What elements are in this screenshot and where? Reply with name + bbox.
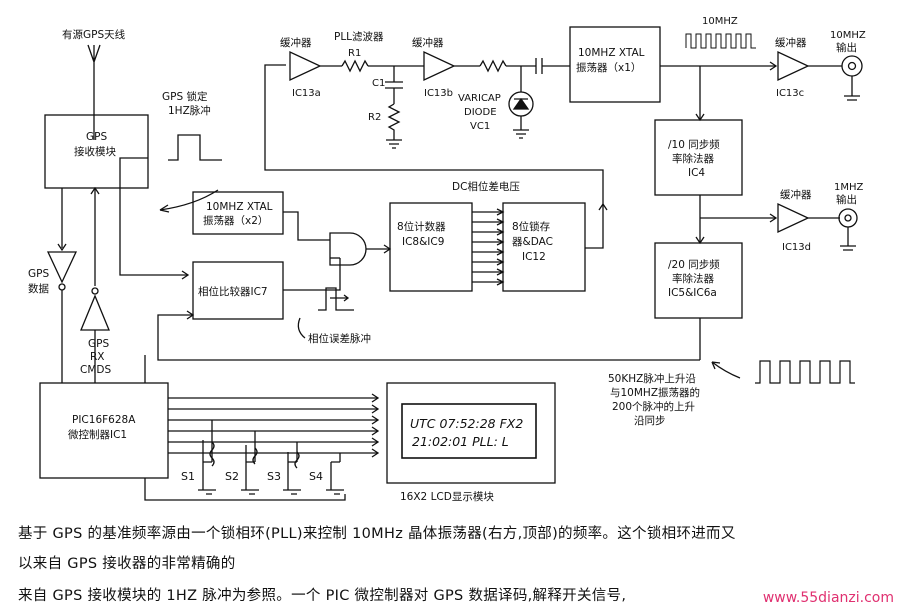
varicap-label-1: VARICAP [458, 93, 501, 104]
counter-box [389, 202, 473, 292]
latch-label-1: 8位锁存 [512, 220, 551, 233]
out1-label-2: 输出 [836, 193, 857, 206]
square-wave-50khz [755, 360, 855, 384]
c1-label: C1 [372, 78, 385, 89]
sync-note-3: 200个脉冲的上升 [612, 400, 695, 413]
gps-rx-label-2: RX [90, 351, 105, 363]
gps-rx-label-3: CMDS [80, 364, 111, 376]
output-10mhz-connector [841, 55, 863, 77]
r1-label: R1 [348, 48, 361, 59]
buffer2-label: 缓冲器 [412, 36, 444, 49]
buffer-ic13c [777, 50, 810, 82]
buffer-ic13b [423, 50, 456, 82]
ic13c-label: IC13c [776, 88, 804, 99]
gps-data-buffer [46, 251, 78, 284]
pll-filter-label: PLL滤波器 [334, 30, 384, 43]
phase-error-pointer [297, 317, 306, 339]
sync-note-2: 与10MHZ振荡器的 [610, 386, 700, 399]
and-gate [329, 232, 367, 266]
div10-label-1: /10 同步频 [668, 138, 720, 151]
xtal1-label-1: 10MHZ XTAL [578, 47, 645, 59]
pic-label-2: 微控制器IC1 [68, 428, 127, 441]
mhz10-top-label: 10MHZ [702, 16, 738, 27]
out1-label-1: 1MHZ [834, 182, 864, 193]
watermark: www.55dianzi.com [762, 590, 894, 606]
buffer-ic13a [289, 50, 322, 82]
latch-label-3: IC12 [522, 251, 546, 263]
s2-label: S2 [225, 470, 239, 483]
output-1mhz-connector [838, 208, 858, 228]
gps-rx-label-1: GPS [88, 338, 109, 350]
lcd-line-1: UTC 07:52:28 FX2 [410, 416, 523, 431]
buffer-ic13d [777, 202, 810, 234]
gps-antenna [87, 44, 101, 140]
square-wave-10mhz [685, 33, 756, 49]
pic-label-1: PIC16F628A [72, 414, 136, 426]
xtal2-label-1: 10MHZ XTAL [206, 201, 273, 213]
div20-label-3: IC5&IC6a [668, 287, 717, 299]
buffer1-label: 缓冲器 [280, 36, 312, 49]
phase-comparator-label: 相位比较器IC7 [198, 285, 268, 298]
counter-label-1: 8位计数器 [397, 220, 446, 233]
out10-label-1: 10MHZ [830, 30, 866, 41]
div10-label-3: IC4 [688, 167, 705, 179]
pulse-1hz-wave [168, 134, 222, 161]
ic13a-label: IC13a [292, 88, 321, 99]
lcd-line-2: 21:02:01 PLL: L [412, 434, 509, 449]
caption-line-2: 以来自 GPS 接收器的非常精确的 [18, 556, 236, 572]
latch-dac-box [502, 202, 586, 292]
pulse-1hz-label: 1HZ脉冲 [168, 104, 211, 117]
s4-label: S4 [309, 470, 323, 483]
lcd-screen [401, 403, 537, 459]
div10-label-2: 率除法器 [672, 152, 714, 165]
phase-error-wave [318, 287, 354, 311]
varicap-label-3: VC1 [470, 121, 490, 132]
dc-phase-label: DC相位差电压 [452, 180, 520, 193]
div20-box [654, 242, 743, 319]
latch-label-2: 器&DAC [512, 236, 553, 248]
resistor-r3 [479, 59, 507, 73]
gps-data-label-2: 数据 [28, 282, 49, 295]
resistor-r1 [341, 59, 369, 73]
antenna-label: 有源GPS天线 [62, 28, 126, 41]
div20-label-1: /20 同步频 [668, 258, 720, 271]
gps-module-label-2: 接收模块 [74, 145, 116, 158]
gps-module-label-1: GPS [86, 131, 107, 143]
xtal2-box [192, 191, 284, 235]
buffer4-label: 缓冲器 [780, 188, 812, 201]
xtal2-label-2: 振荡器（x2） [203, 214, 268, 227]
gps-module-box [44, 114, 149, 189]
ic13d-label: IC13d [782, 242, 811, 253]
lcd-caption: 16X2 LCD显示模块 [400, 491, 494, 503]
buffer3-label: 缓冲器 [775, 36, 807, 49]
r2-label: R2 [368, 112, 381, 123]
ic13b-label: IC13b [424, 88, 453, 99]
switches [144, 420, 346, 501]
counter-label-2: IC8&IC9 [402, 236, 444, 248]
lcd-module [386, 382, 556, 484]
gps-rx-buffer [80, 294, 110, 331]
s3-label: S3 [267, 470, 281, 483]
div20-label-2: 率除法器 [672, 272, 714, 285]
xtal1-label-2: 振荡器（x1） [576, 61, 641, 74]
s1-label: S1 [181, 470, 195, 483]
div10-box [654, 119, 743, 196]
xtal1-box [569, 26, 661, 103]
phase-error-label: 相位误差脉冲 [308, 332, 371, 345]
sync-note-4: 沿同步 [634, 415, 666, 427]
gps-lock-label: GPS 锁定 [162, 90, 208, 103]
resistor-r2 [387, 103, 401, 140]
varicap-label-2: DIODE [464, 107, 497, 118]
gps-data-label-1: GPS [28, 268, 49, 280]
caption-line-1: 基于 GPS 的基准频率源由一个锁相环(PLL)来控制 10MHz 晶体振荡器(… [18, 526, 736, 542]
out10-label-2: 输出 [836, 41, 857, 54]
sync-note-1: 50KHZ脉冲上升沿 [608, 372, 696, 385]
caption-line-3: 来自 GPS 接收模块的 1HZ 脉冲为参照。一个 PIC 微控制器对 GPS … [18, 588, 627, 604]
